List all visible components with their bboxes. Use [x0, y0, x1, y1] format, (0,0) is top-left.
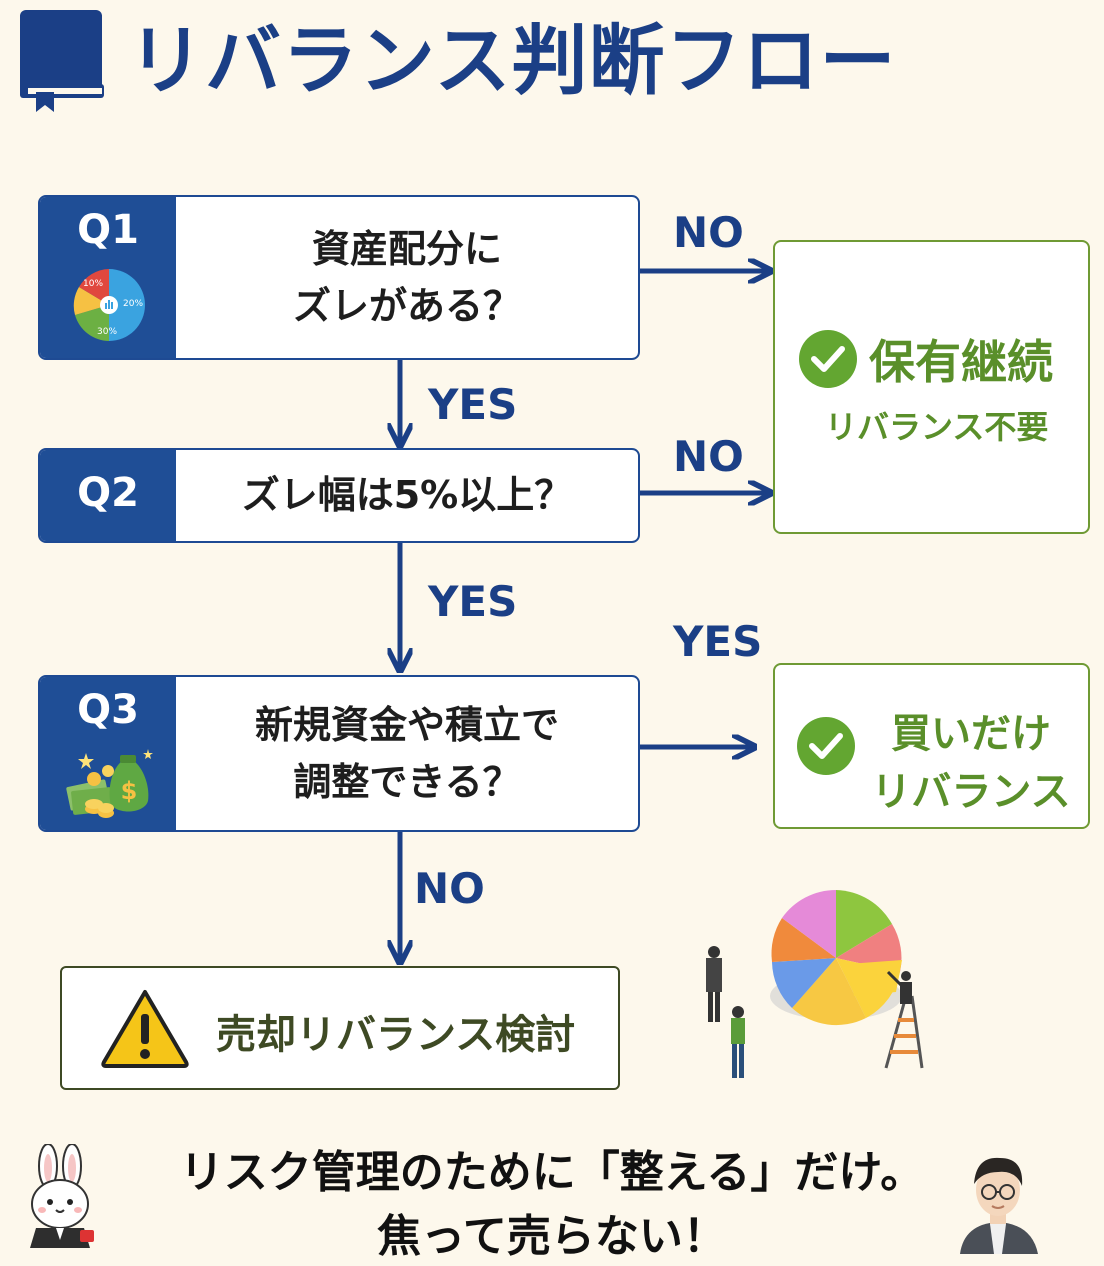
warning-icon: [100, 988, 190, 1068]
q3-label: Q3: [77, 687, 139, 733]
question-q3: Q3 $ 新規資金や積立で 調整できる？: [38, 675, 640, 832]
q1-label: Q1: [77, 207, 139, 253]
hold-title: 保有継続: [869, 335, 1053, 389]
label-q3-no: NO: [414, 864, 485, 913]
q2-text: ズレ幅は5%以上？: [241, 473, 573, 517]
pie-label-30: 30%: [97, 327, 118, 337]
label-q1-yes: YES: [428, 380, 518, 429]
label-q2-yes: YES: [428, 577, 518, 626]
asset-pie-illustration: [696, 868, 946, 1090]
q2-side: Q2: [40, 450, 176, 541]
pie-chart-icon: 10% 20% 30%: [73, 267, 145, 343]
money-bag-icon: $: [64, 743, 156, 821]
footer-line2: 焦って売らない！: [377, 1211, 727, 1262]
label-q2-no: NO: [673, 432, 744, 481]
sell-text: 売却リバランス検討: [216, 1012, 576, 1058]
label-q1-no: NO: [673, 208, 744, 257]
buy-line2: リバランス: [871, 769, 1071, 815]
question-q2: Q2 ズレ幅は5%以上？: [38, 448, 640, 543]
man-avatar-icon: [950, 1144, 1046, 1254]
page-title: リバランス判断フロー: [128, 16, 897, 105]
result-hold: 保有継続 リバランス不要: [773, 240, 1090, 534]
q3-text: 新規資金や積立で 調整できる？: [254, 702, 559, 804]
svg-text:$: $: [121, 777, 138, 805]
check-circle-icon: [799, 330, 857, 388]
question-q1: Q1 10% 20% 30% 資産配分に ズレがある？: [38, 195, 640, 360]
rabbit-mascot-icon: [16, 1143, 108, 1250]
result-sell: 売却リバランス検討: [60, 966, 620, 1090]
result-buy-only: 買いだけ リバランス: [773, 663, 1090, 829]
pie-label-10: 10%: [83, 279, 104, 289]
book-icon: [18, 8, 106, 114]
footer-line1: リスク管理のために「整える」だけ。: [179, 1147, 925, 1198]
q2-label: Q2: [77, 470, 139, 516]
check-circle-icon: [797, 717, 855, 775]
buy-line1: 買いだけ: [891, 711, 1051, 757]
label-q3-yes: YES: [673, 617, 763, 666]
q3-side: Q3 $: [40, 677, 176, 830]
q1-side: Q1 10% 20% 30%: [40, 197, 176, 358]
q1-text: 資産配分に ズレがある？: [292, 226, 521, 328]
pie-label-20: 20%: [123, 299, 144, 309]
hold-subtitle: リバランス不要: [825, 408, 1049, 446]
